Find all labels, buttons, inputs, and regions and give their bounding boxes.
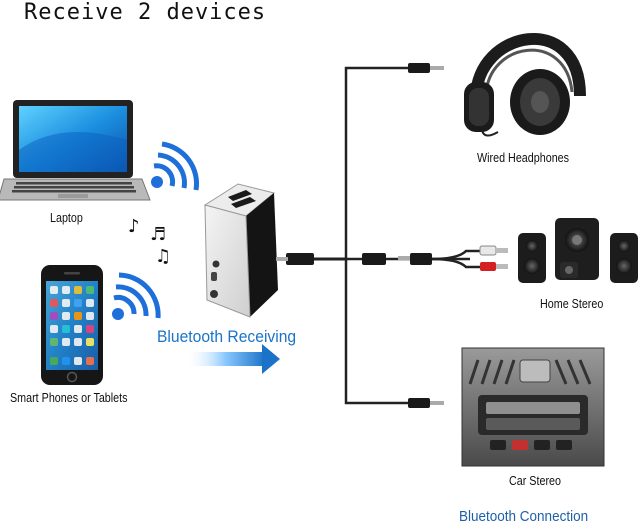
svg-text:♪: ♪ (128, 216, 140, 237)
car-label: Car Stereo (509, 474, 561, 488)
headphones-icon (464, 32, 586, 137)
page-title: Receive 2 devices (24, 0, 267, 25)
rca-connector-icon (431, 245, 508, 271)
bluetooth-receiving-label: Bluetooth Receiving (157, 327, 297, 346)
home-stereo-icon (518, 218, 638, 283)
phone-label: Smart Phones or Tablets (10, 391, 128, 405)
bluetooth-connection-label: Bluetooth Connection (459, 508, 589, 525)
smartphone-icon (41, 265, 103, 385)
laptop-icon (0, 100, 151, 201)
car-stereo-icon (461, 347, 605, 467)
audio-cable-icon (280, 66, 470, 405)
headphones-label: Wired Headphones (477, 151, 570, 165)
bluetooth-receiver-icon (203, 183, 278, 318)
music-notes-icon: ♪ ♬ ♫ (128, 216, 171, 267)
audio-jack-icon (276, 63, 444, 408)
svg-text:♫: ♫ (155, 246, 171, 267)
direction-arrow-icon (185, 344, 280, 374)
wireless-signal-icon (151, 141, 199, 191)
svg-text:♬: ♬ (150, 224, 166, 245)
stereo-label: Home Stereo (540, 297, 604, 311)
laptop-label: Laptop (50, 211, 83, 225)
wireless-signal-icon (112, 272, 161, 320)
